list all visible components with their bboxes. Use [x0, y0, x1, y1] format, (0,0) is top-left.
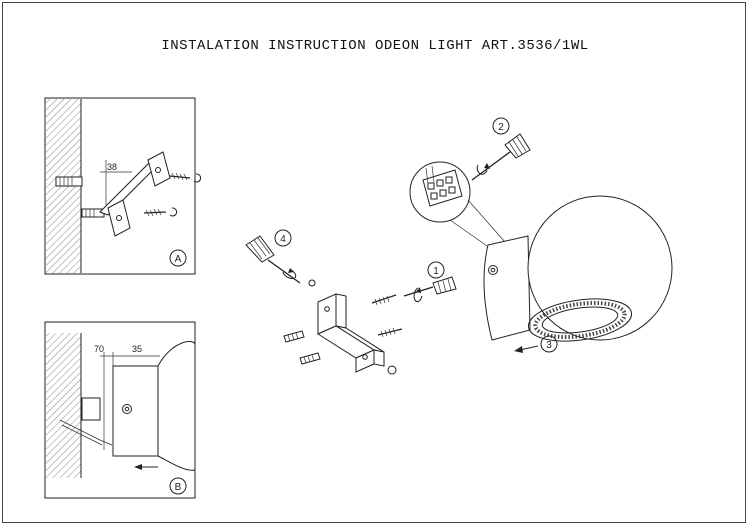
panel-a-frame [44, 97, 196, 275]
lamp-globe-partial [157, 341, 196, 471]
step-4-badge [274, 229, 292, 247]
dowel-upper [283, 330, 305, 343]
screw-a-lower [143, 207, 178, 217]
screwdriver-step-1 [403, 276, 457, 303]
dimension-70-label: 70 [94, 344, 104, 354]
dowel-lower [299, 352, 321, 365]
panel-b-badge [169, 477, 187, 495]
lamp-ring-inner [541, 306, 619, 334]
screwdriver-step-2 [471, 133, 531, 181]
lamp-globe [527, 195, 673, 341]
wall-plate [81, 397, 101, 421]
panel-a: 38 A [44, 97, 202, 275]
step-2-badge [492, 117, 510, 135]
step-4-label: 4 [280, 234, 286, 245]
panel-b: 70 35 B [44, 321, 196, 499]
step-1-badge [427, 261, 445, 279]
arrow-left-icon [514, 346, 523, 353]
panel-b-label: B [175, 482, 182, 493]
arrow-left-icon [134, 464, 142, 470]
step-3-label: 3 [546, 340, 552, 351]
wall-dowel-upper [55, 176, 83, 187]
lamp-body [483, 195, 673, 342]
mounting-bracket [316, 293, 385, 373]
screw-a-upper [169, 172, 202, 183]
step-3-badge [540, 335, 558, 353]
panel-a-badge [169, 249, 187, 267]
lamp-base [483, 235, 531, 341]
wall-dowel-lower [81, 208, 105, 218]
panel-a-label: A [175, 254, 182, 265]
screw-lower [377, 327, 403, 338]
lamp-ring-outer [527, 298, 633, 342]
mounting-bracket-a [99, 151, 171, 237]
dimension-38-label: 38 [107, 162, 117, 172]
dimension-35-label: 35 [132, 344, 142, 354]
terminal-block-detail [409, 161, 513, 263]
screwdriver-step-4 [245, 235, 316, 287]
page-title: INSTALATION INSTRUCTION ODEON LIGHT ART.… [161, 38, 589, 54]
lamp-base-side [112, 365, 159, 457]
wall-hatching-b [46, 333, 81, 478]
step-2-label: 2 [498, 122, 504, 133]
set-screw [387, 365, 397, 375]
step-1-label: 1 [433, 266, 439, 277]
screw-upper [371, 294, 397, 306]
